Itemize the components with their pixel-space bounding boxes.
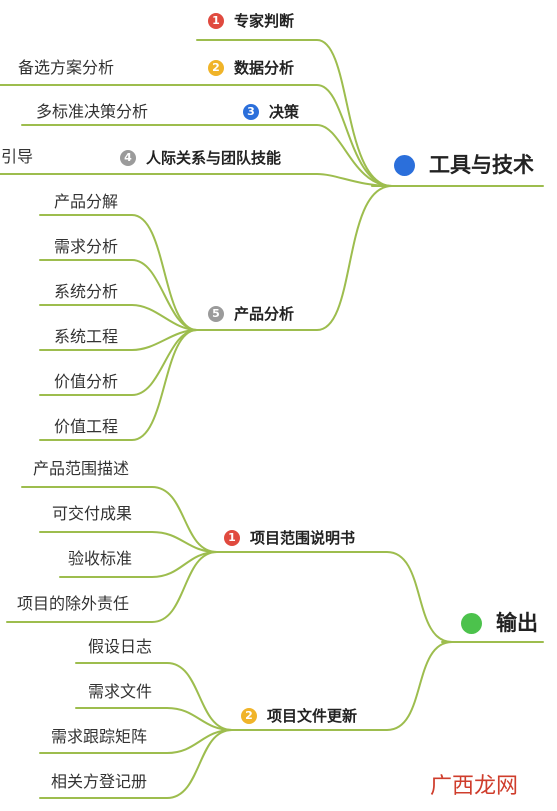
number-badge-icon: 5 (208, 306, 224, 322)
number-badge-icon: 3 (243, 104, 259, 120)
topic-project-documents-updates-label: 项目文件更新 (267, 707, 358, 725)
leaf-requirements-documentation[interactable]: 需求文件 (88, 682, 153, 701)
leaf-multicriteria-decision-analysis[interactable]: 多标准决策分析 (36, 102, 149, 121)
number-badge-icon: 4 (120, 150, 136, 166)
main-topic-tools-label: 工具与技术 (429, 153, 534, 177)
leaf-value-engineering[interactable]: 价值工程 (54, 417, 119, 436)
leaf-systems-analysis[interactable]: 系统分析 (54, 282, 119, 301)
main-topic-outputs-label: 输出 (496, 611, 538, 635)
main-topic-outputs[interactable]: 输出 (461, 610, 538, 636)
leaf-acceptance-criteria[interactable]: 验收标准 (68, 549, 133, 568)
leaf-requirements-traceability-matrix[interactable]: 需求跟踪矩阵 (51, 727, 148, 746)
topic-scope-statement-label: 项目范围说明书 (250, 529, 356, 547)
leaf-product-scope-description[interactable]: 产品范围描述 (33, 459, 130, 478)
leaf-requirements-analysis[interactable]: 需求分析 (54, 237, 119, 256)
topic-data-analysis[interactable]: 2 数据分析 (208, 58, 294, 78)
leaf-project-exclusions[interactable]: 项目的除外责任 (17, 594, 130, 613)
topic-decision-making-label: 决策 (269, 103, 300, 121)
number-badge-icon: 2 (241, 708, 257, 724)
number-badge-icon: 2 (208, 60, 224, 76)
topic-decision-making[interactable]: 3 决策 (243, 102, 299, 122)
topic-project-documents-updates[interactable]: 2 项目文件更新 (241, 706, 357, 726)
topic-scope-statement[interactable]: 1 项目范围说明书 (224, 528, 355, 548)
topic-interpersonal-skills-label: 人际关系与团队技能 (146, 149, 282, 167)
blue-dot-icon (394, 154, 415, 176)
leaf-stakeholder-register[interactable]: 相关方登记册 (51, 772, 148, 791)
leaf-facilitation[interactable]: 引导 (1, 147, 34, 166)
green-dot-icon (461, 612, 482, 634)
topic-expert-judgment-label: 专家判断 (234, 12, 295, 30)
leaf-deliverables[interactable]: 可交付成果 (52, 504, 133, 523)
leaf-assumption-log[interactable]: 假设日志 (88, 637, 153, 656)
leaf-product-breakdown[interactable]: 产品分解 (54, 192, 119, 211)
leaf-alternatives-analysis[interactable]: 备选方案分析 (18, 58, 115, 77)
leaf-systems-engineering[interactable]: 系统工程 (54, 327, 119, 346)
number-badge-icon: 1 (224, 530, 240, 546)
leaf-value-analysis[interactable]: 价值分析 (54, 372, 119, 391)
topic-product-analysis[interactable]: 5 产品分析 (208, 304, 294, 324)
topic-interpersonal-skills[interactable]: 4 人际关系与团队技能 (120, 148, 281, 168)
watermark-logo: 广西龙网 (430, 774, 519, 799)
topic-data-analysis-label: 数据分析 (234, 59, 295, 77)
topic-expert-judgment[interactable]: 1 专家判断 (208, 11, 294, 31)
main-topic-tools[interactable]: 工具与技术 (394, 152, 534, 178)
topic-product-analysis-label: 产品分析 (234, 305, 295, 323)
number-badge-icon: 1 (208, 13, 224, 29)
